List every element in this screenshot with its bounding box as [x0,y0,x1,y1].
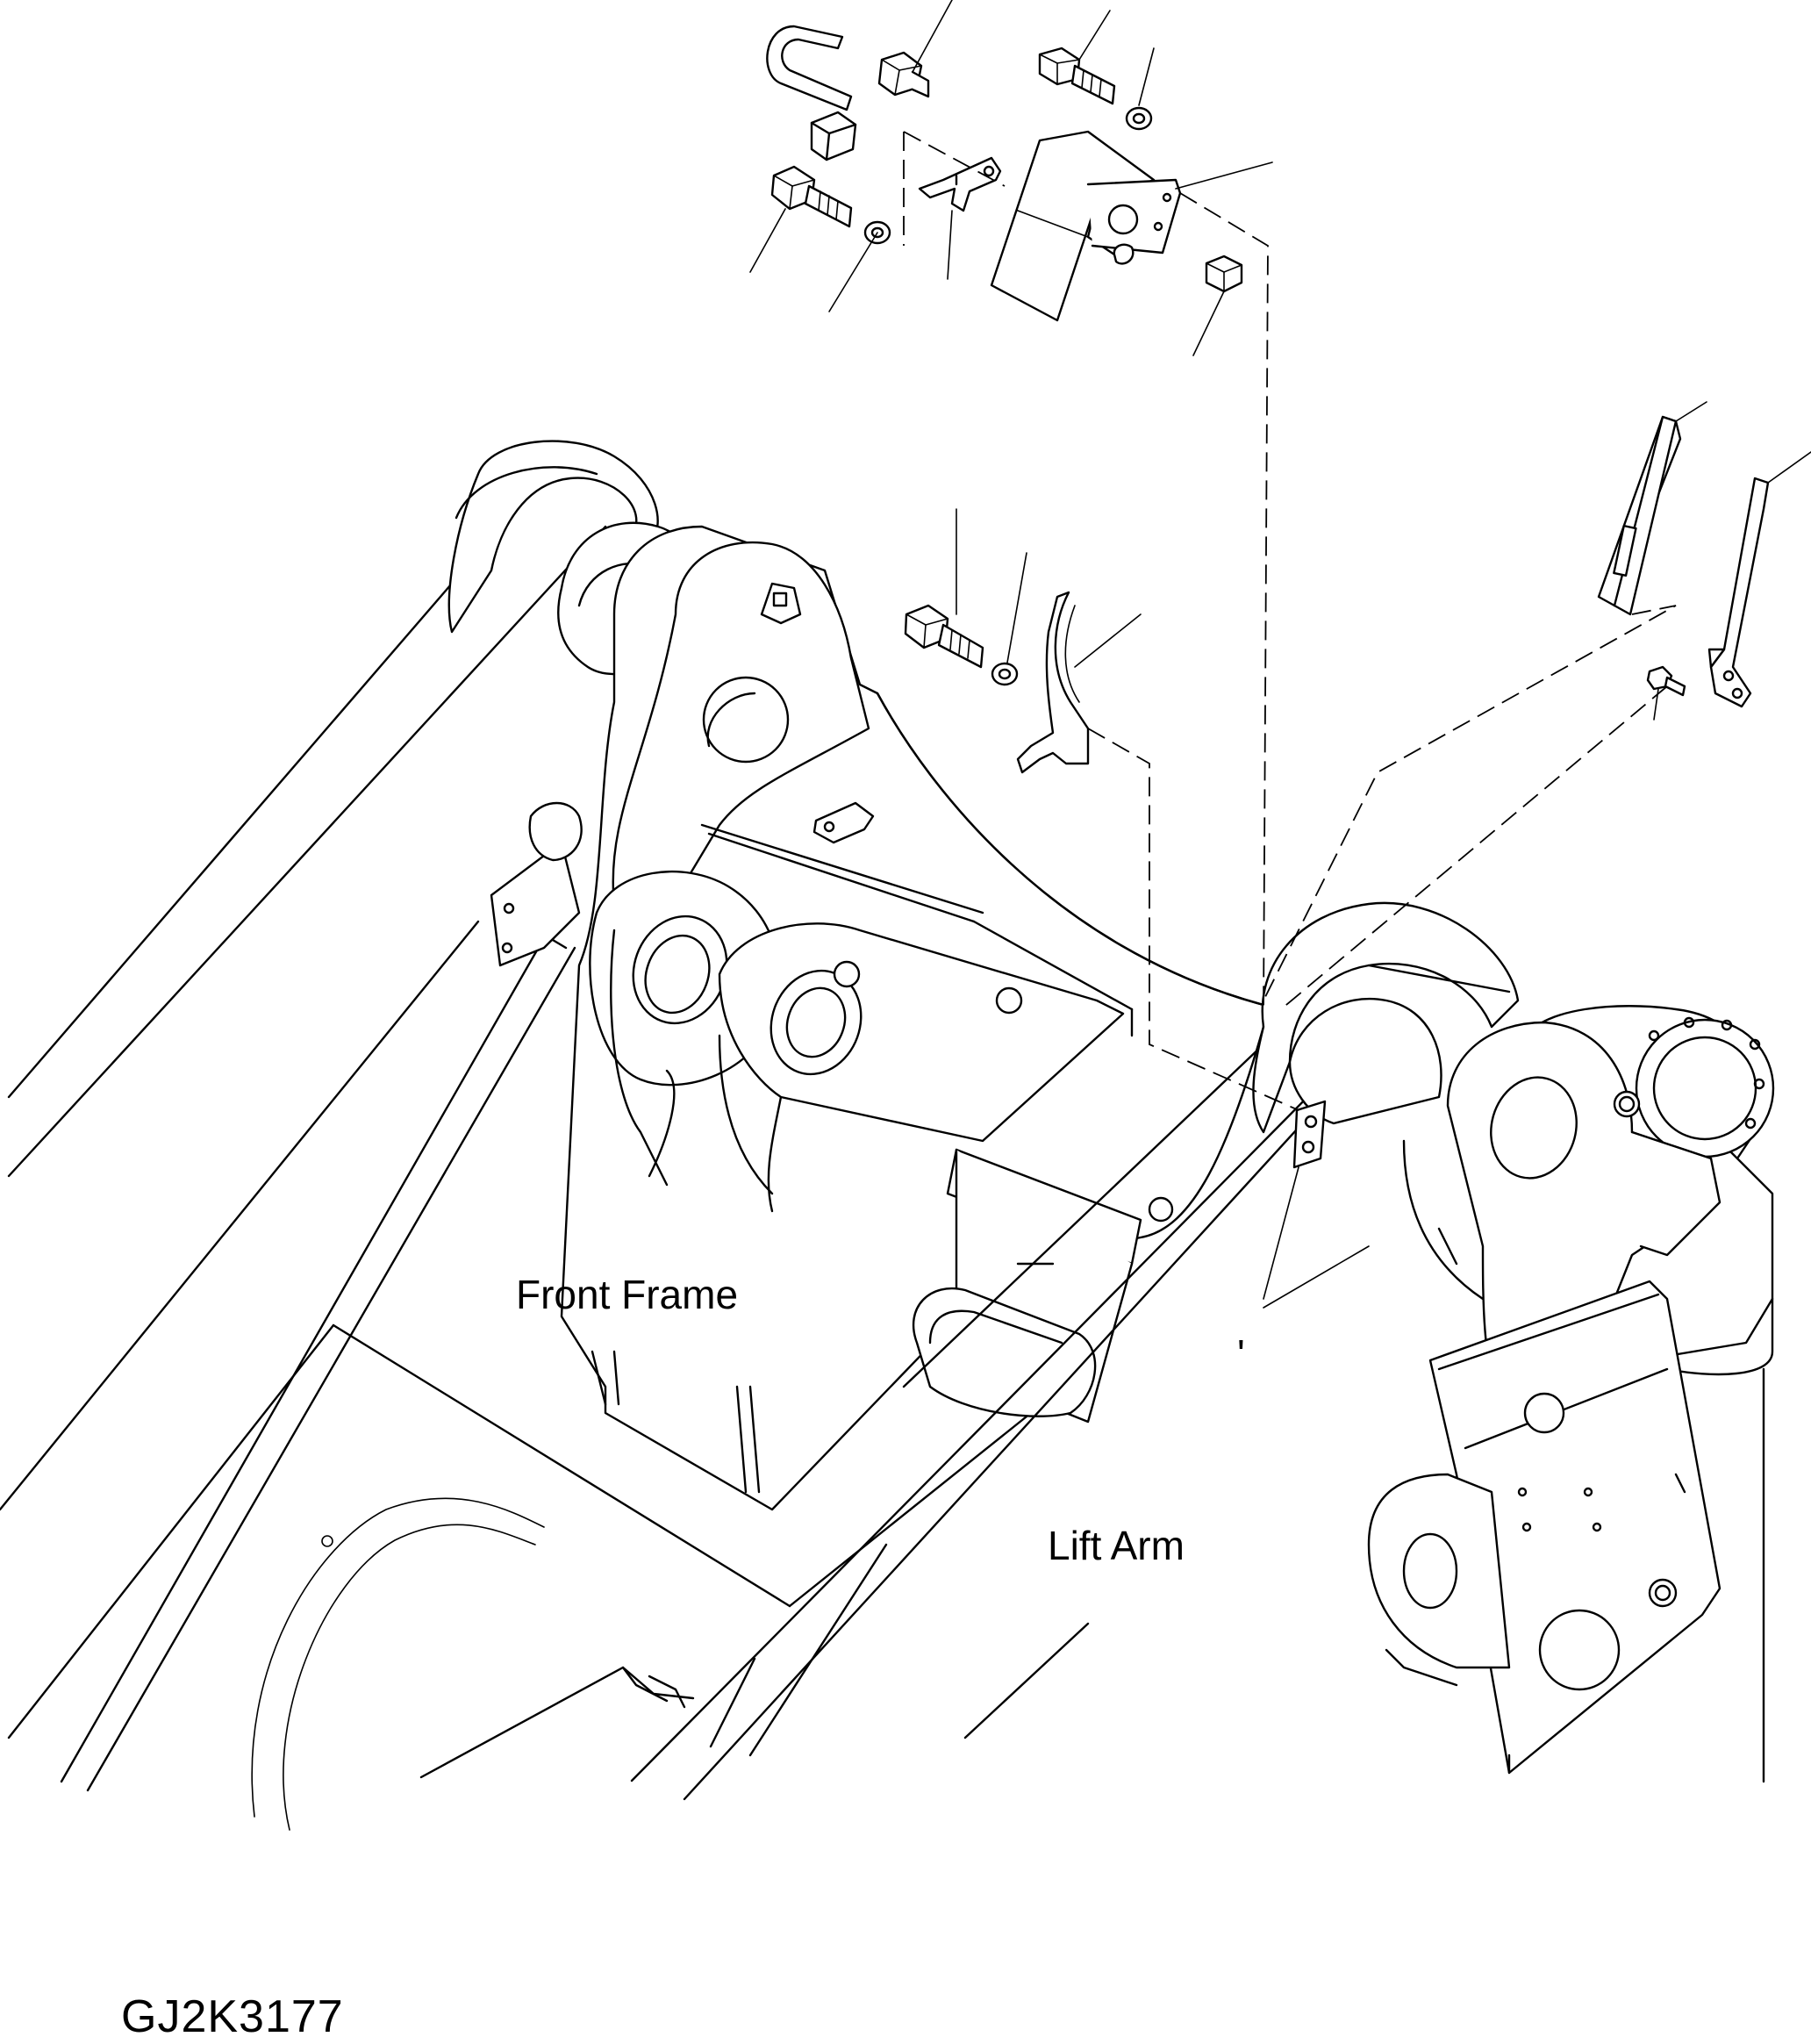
right-hardware-group [1263,401,1811,1010]
front-frame [0,440,1265,1831]
lift-arm-label: Lift Arm [1048,1523,1185,1568]
front-frame-label: Front Frame [516,1272,739,1317]
drawing-code: GJ2K3177 [121,1991,344,2042]
washer-top [1125,106,1153,131]
frame-tab [812,801,875,844]
small-bracket [918,156,1002,212]
u-clamp [766,25,853,111]
curved-clip [1016,591,1090,774]
middle-hardware-group [812,508,1299,1111]
washer-middle [991,662,1019,686]
angle-plate-2 [1709,477,1770,708]
stray-mark: ' [1237,1331,1245,1377]
top-hardware-group [749,0,1273,1010]
lift-arm [630,901,1775,1801]
